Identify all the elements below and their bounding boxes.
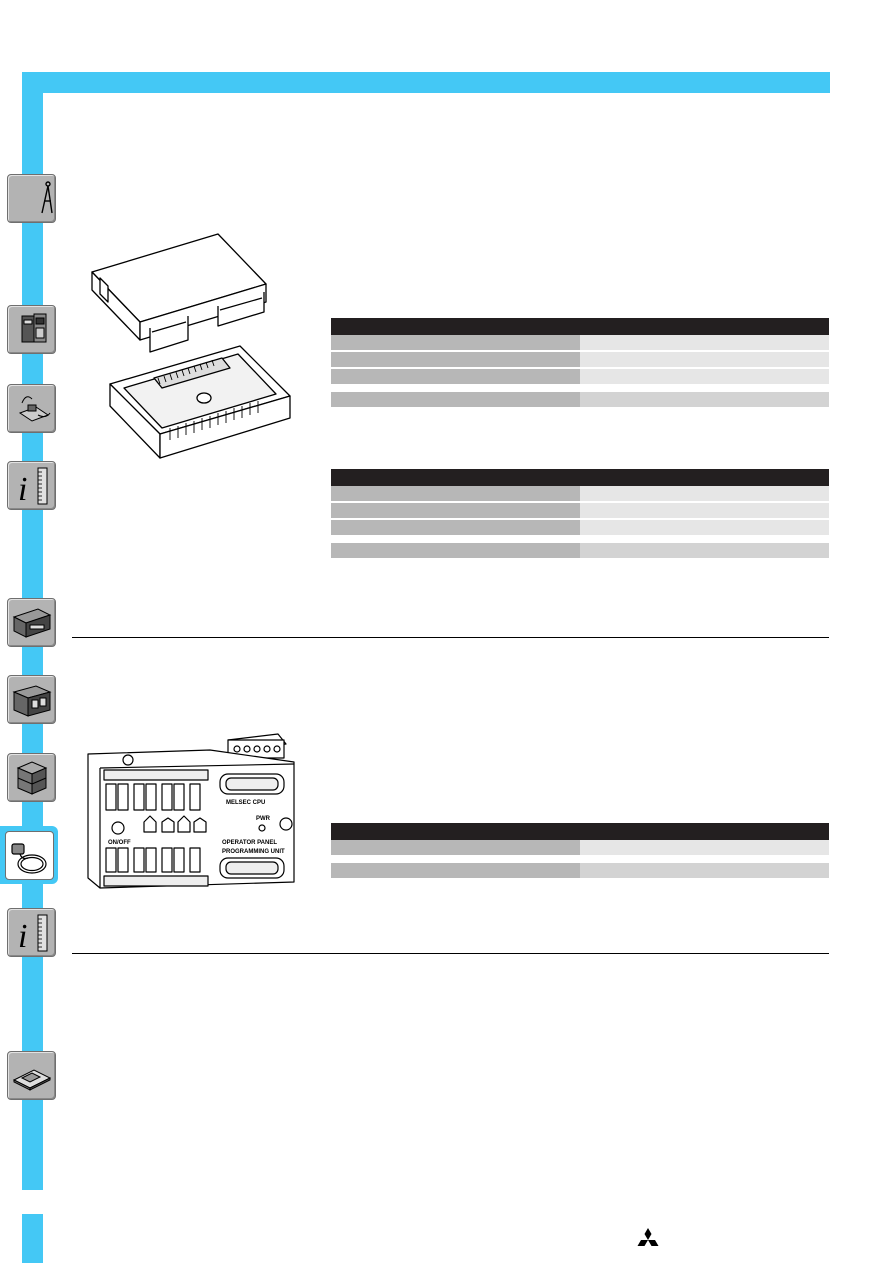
spec-table-header — [331, 318, 829, 335]
side-tab-compass[interactable] — [7, 174, 56, 223]
top-accent-bar — [22, 72, 830, 93]
modular-plc-icon — [12, 685, 52, 717]
three-diamond-logo-icon — [637, 1228, 659, 1246]
section-divider-2 — [72, 953, 829, 954]
table-row — [331, 351, 829, 369]
side-tab-info[interactable]: i — [7, 461, 56, 510]
info-ruler-icon: i — [18, 914, 48, 955]
table-row — [331, 335, 829, 352]
label-programming-unit: PROGRAMMING UNIT — [222, 849, 285, 855]
section-divider-1 — [72, 637, 829, 638]
table-row — [331, 486, 829, 503]
compact-plc-icon — [12, 608, 52, 638]
cable-adapter-icon — [11, 843, 47, 874]
memory-cassette-illustration — [91, 233, 291, 459]
label-operator-panel: OPERATOR PANEL — [222, 840, 277, 846]
interface-adapter-illustration: MELSEC CPU PWR ON/OFF OPERATOR PANEL PRO… — [87, 733, 295, 889]
side-tab-software[interactable] — [7, 1051, 56, 1100]
side-tab-expansion-block[interactable] — [7, 753, 56, 802]
side-tab-cable-adapter-face — [5, 831, 54, 880]
side-tab-plc-module[interactable] — [7, 305, 56, 354]
table-row — [331, 543, 829, 560]
table-row — [331, 519, 829, 537]
side-tab-compact-plc[interactable] — [7, 598, 56, 647]
table-row — [331, 502, 829, 520]
info-ruler-icon: i — [18, 467, 48, 508]
side-tab-info-2[interactable]: i — [7, 908, 56, 957]
floppy-disk-icon — [12, 1069, 52, 1091]
spec-table-header — [331, 469, 829, 486]
table-row — [331, 392, 829, 409]
hand-held-programmer-icon — [18, 396, 51, 422]
label-melsec-cpu: MELSEC CPU — [226, 800, 265, 806]
table-row — [331, 368, 829, 386]
spec-table-1 — [331, 318, 829, 409]
spec-table-2 — [331, 469, 829, 560]
svg-text:i: i — [18, 471, 27, 508]
table-row — [331, 840, 829, 857]
side-tab-cable-adapter[interactable] — [0, 826, 58, 884]
side-tab-modular-plc[interactable] — [7, 675, 56, 724]
side-accent-bar-bottom — [22, 1214, 43, 1263]
table-row — [331, 863, 829, 880]
expansion-block-icon — [16, 761, 48, 795]
spec-table-3 — [331, 823, 829, 880]
svg-text:i: i — [18, 918, 27, 955]
label-on-off: ON/OFF — [108, 840, 131, 846]
side-tab-hand-held-programmer[interactable] — [7, 384, 56, 433]
plc-module-icon — [21, 313, 47, 343]
spec-table-header — [331, 823, 829, 840]
label-power: PWR — [256, 816, 271, 822]
compass-icon — [41, 181, 53, 214]
